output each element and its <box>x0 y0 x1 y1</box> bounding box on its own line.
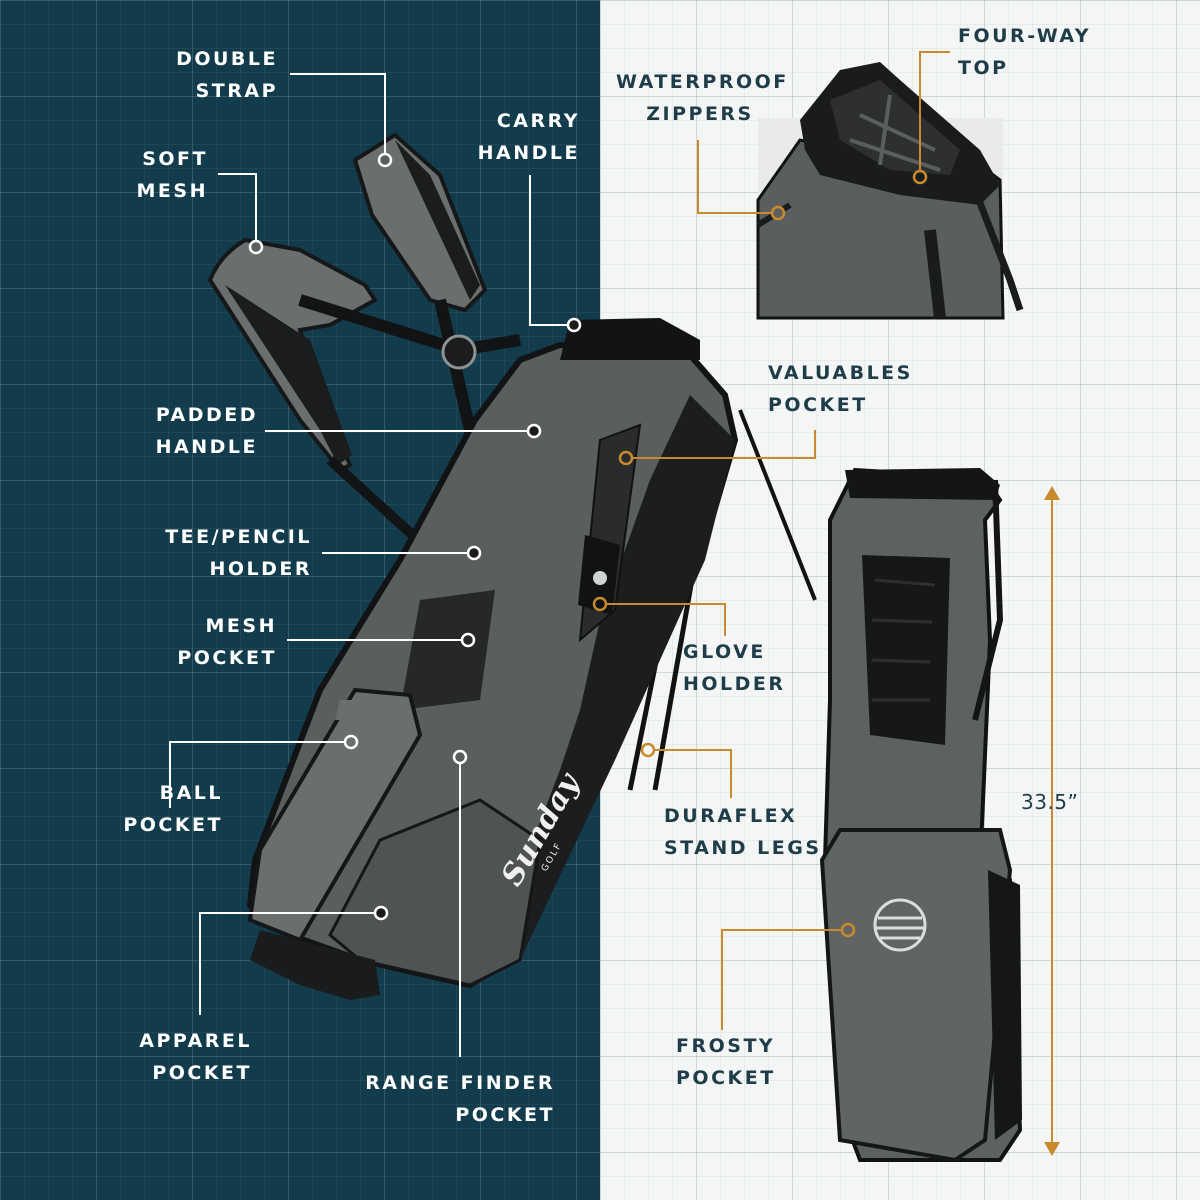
leader-lines-right <box>600 51 950 1030</box>
height-dimension-label: 33.5” <box>1021 790 1079 814</box>
leader-lines-left <box>169 73 574 1057</box>
leader-dots-right <box>592 169 928 938</box>
height-dimension-arrow <box>1044 486 1060 1156</box>
bag-side-view-image <box>819 467 1023 1163</box>
leader-dots-left <box>248 152 582 921</box>
bag-top-view-image <box>756 62 1024 320</box>
